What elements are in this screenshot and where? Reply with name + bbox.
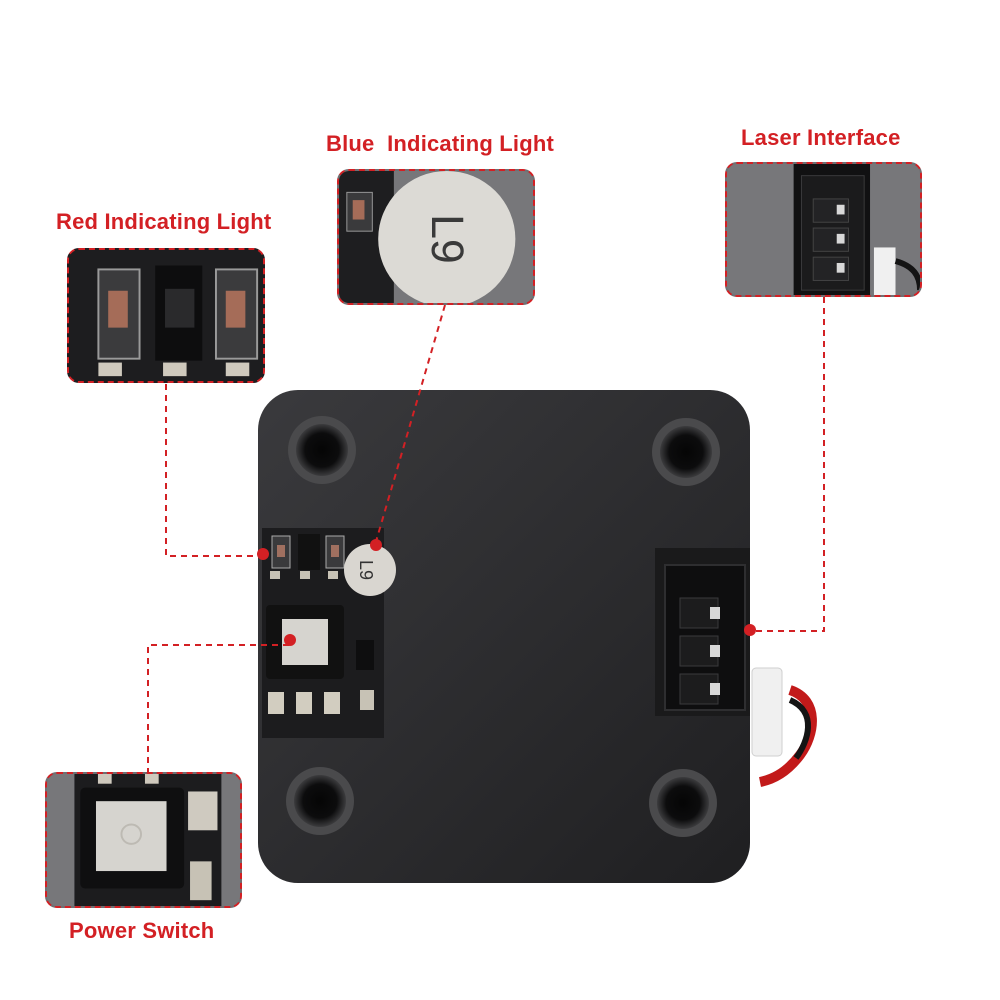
power-switch-leader — [147, 644, 290, 774]
blue-light-label: Blue Indicating Light — [326, 131, 555, 156]
callout-lines — [147, 297, 825, 774]
blue-light-chip-marking: L9 — [422, 214, 473, 264]
laser-interface-label: Laser Interface — [741, 125, 901, 150]
mounting-plate — [258, 390, 750, 883]
red-light-leader — [165, 384, 262, 557]
power-switch-chip — [266, 605, 344, 714]
power-switch-inset — [45, 772, 242, 908]
capacitor-marking: L9 — [356, 560, 376, 580]
blue-light-inset: L9 — [337, 169, 535, 305]
red-led-chips — [270, 534, 345, 579]
white-plug — [751, 667, 783, 757]
callout-dots — [257, 539, 756, 646]
mounting-holes — [286, 416, 720, 837]
red-light-label: Red Indicating Light — [56, 209, 272, 234]
red-light-inset — [67, 248, 265, 383]
laser-leader — [752, 297, 825, 632]
power-switch-label: Power Switch — [69, 918, 215, 943]
capacitor: L9 — [344, 544, 396, 596]
laser-interface-inset — [725, 162, 922, 297]
blue-light-leader — [374, 304, 446, 546]
laser-connector — [664, 564, 746, 711]
